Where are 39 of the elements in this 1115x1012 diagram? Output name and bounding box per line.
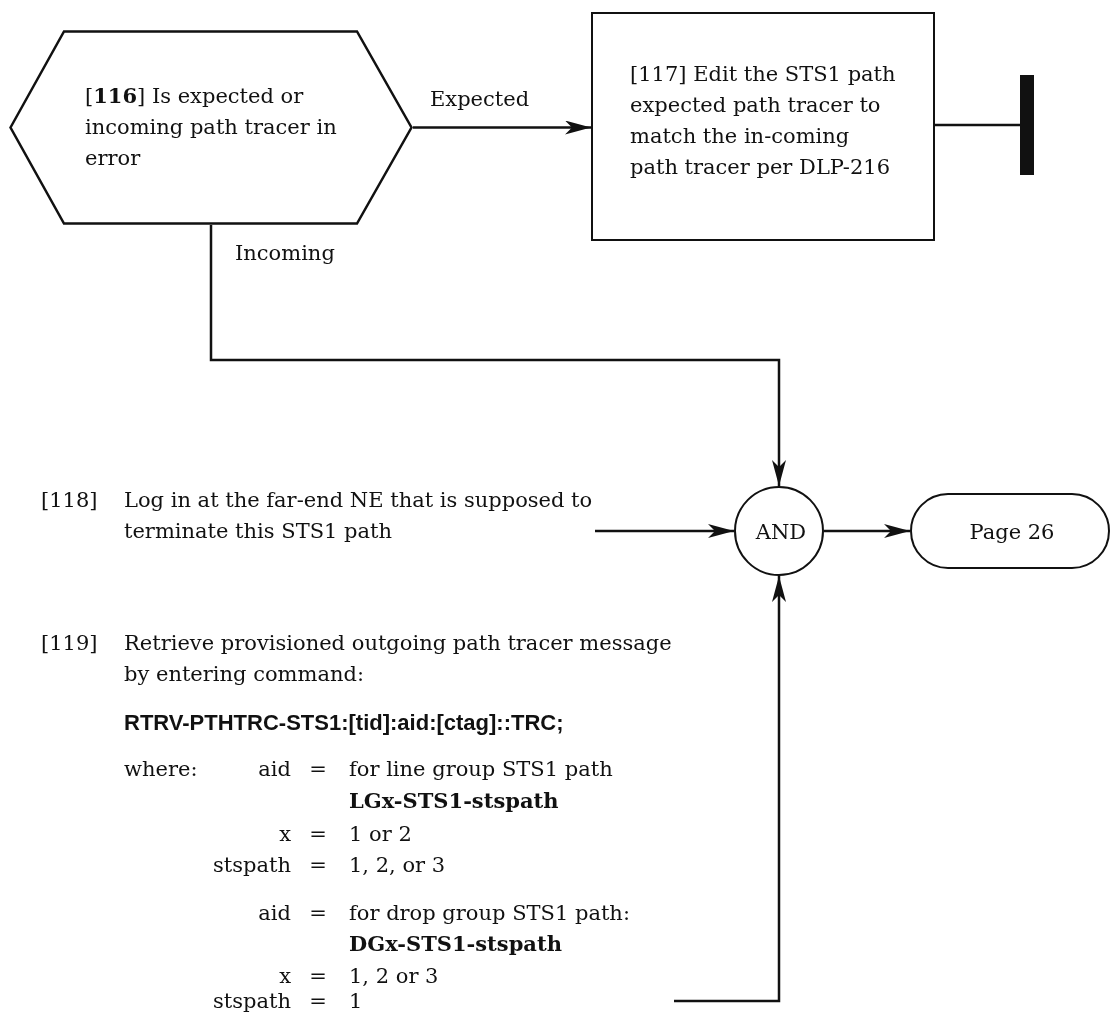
parameter-value: for drop group STS1 path: (349, 900, 631, 927)
parameter-value: 1, 2, or 3 (349, 852, 447, 879)
arrow (674, 576, 786, 1003)
equals-sign: = (308, 821, 328, 848)
step-number: [119] (41, 630, 99, 657)
parameter-value: 1, 2 or 3 (349, 963, 440, 990)
step-text: [116] Is expected or incoming path tracer in error (85, 82, 338, 172)
parameter-name: stspath (212, 852, 291, 879)
equals-sign: = (308, 900, 328, 927)
where-label: where: (124, 756, 199, 783)
parameter-name: x (278, 963, 291, 990)
arrow (824, 524, 910, 538)
step-number: [118] (41, 487, 99, 514)
step-text: [117] Edit the STS1 path expected path tracer to match the in-coming path tracer per DLP-216 (630, 61, 897, 181)
parameter-value: 1 or 2 (349, 821, 413, 848)
equals-sign: = (308, 988, 328, 1012)
parameter-value: for line group STS1 path (349, 756, 614, 783)
parameter-value: LGx-STS1-stspath (349, 787, 560, 815)
parameter-value: 1 (349, 988, 364, 1012)
parameter-name: aid (257, 900, 291, 927)
parameter-value: DGx-STS1-stspath (349, 930, 563, 958)
step-text: Log in at the far-end NE that is supposed to terminate this STS1 path (124, 487, 594, 545)
process-box (591, 12, 935, 241)
page-reference: Page 26 (968, 519, 1056, 546)
equals-sign: = (308, 756, 328, 783)
end-bar (1020, 75, 1034, 175)
connector-line (935, 123, 1020, 127)
gate-label: AND (754, 519, 808, 546)
parameter-name: x (278, 821, 291, 848)
parameter-name: stspath (212, 988, 291, 1012)
arrow (413, 120, 591, 135)
arrow (209, 225, 786, 486)
command-text: RTRV-PTHTRC-STS1:[tid]:aid:[ctag]::TRC; (124, 709, 565, 737)
parameter-name: aid (257, 756, 291, 783)
equals-sign: = (308, 852, 328, 879)
step-text: Retrieve provisioned outgoing path tracer message by entering command: (124, 630, 673, 688)
decision-hexagon (9, 30, 413, 225)
equals-sign: = (308, 963, 328, 990)
arrow (595, 524, 734, 538)
